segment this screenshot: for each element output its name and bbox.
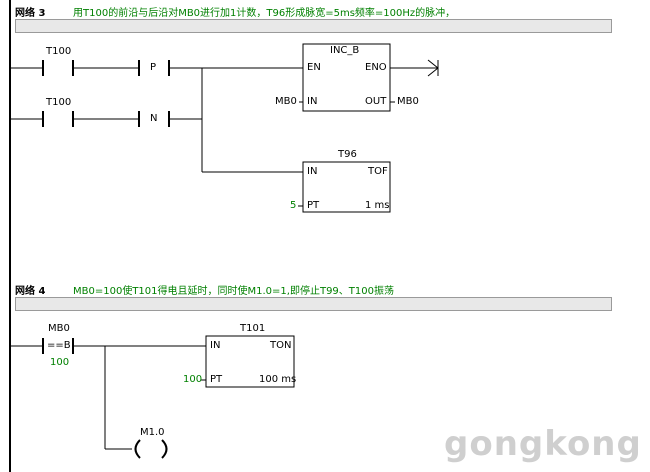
- compare-var: MB0: [48, 323, 70, 334]
- t101-timer-box[interactable]: [205, 335, 295, 388]
- inc-b-in-pin: IN: [307, 96, 318, 107]
- t96-pt-value[interactable]: 5: [290, 200, 297, 211]
- t96-timer-name: T96: [338, 149, 357, 160]
- coil-m1-0[interactable]: [134, 439, 168, 459]
- t101-pt-value[interactable]: 100: [183, 374, 203, 385]
- watermark-logo: gongkong: [444, 424, 642, 464]
- inc-b-out-pin: OUT: [365, 96, 387, 107]
- inc-b-title: INC_B: [330, 45, 360, 56]
- contact-t100-label-2: T100: [46, 97, 72, 108]
- network-3-label: 网络 3: [15, 8, 46, 19]
- t101-timer-name: T101: [240, 323, 266, 334]
- contact-t100-1[interactable]: [42, 60, 74, 76]
- network-3-comment: 用T100的前沿与后沿对MB0进行加1计数，T96形成脉宽=5ms频率=100H…: [73, 8, 456, 19]
- network-4-comment-bar[interactable]: [15, 297, 612, 311]
- t101-pt-pin: PT: [210, 374, 223, 385]
- network-3-comment-bar[interactable]: [15, 19, 612, 33]
- inc-b-in-var: MB0: [275, 96, 297, 107]
- edge-p-label: P: [150, 62, 157, 73]
- t101-unit: 100 ms: [259, 374, 297, 385]
- inc-b-en-pin: EN: [307, 62, 321, 73]
- inc-b-eno-pin: ENO: [365, 62, 387, 73]
- t96-type: TOF: [368, 166, 388, 177]
- compare-contact[interactable]: [42, 338, 74, 354]
- eno-arrow-icon: [427, 59, 439, 77]
- t96-pt-pin: PT: [307, 200, 320, 211]
- network-4-label: 网络 4: [15, 286, 46, 297]
- t101-in-pin: IN: [210, 340, 221, 351]
- inc-b-out-var: MB0: [397, 96, 419, 107]
- coil-m1-0-label: M1.0: [140, 427, 165, 438]
- compare-operator: ==B: [47, 340, 71, 351]
- compare-value[interactable]: 100: [50, 357, 70, 368]
- edge-n-contact[interactable]: [138, 111, 170, 127]
- t96-in-pin: IN: [307, 166, 318, 177]
- edge-n-label: N: [150, 113, 158, 124]
- edge-p-contact[interactable]: [138, 60, 170, 76]
- t101-type: TON: [270, 340, 292, 351]
- network-4-comment: MB0=100使T101得电且延时，同时使M1.0=1,即停止T99、T100振…: [73, 286, 394, 297]
- t96-timer-box[interactable]: [302, 161, 391, 213]
- contact-t100-2[interactable]: [42, 111, 74, 127]
- contact-t100-label-1: T100: [46, 46, 72, 57]
- inc-b-box[interactable]: [302, 43, 391, 112]
- t96-unit: 1 ms: [365, 200, 390, 211]
